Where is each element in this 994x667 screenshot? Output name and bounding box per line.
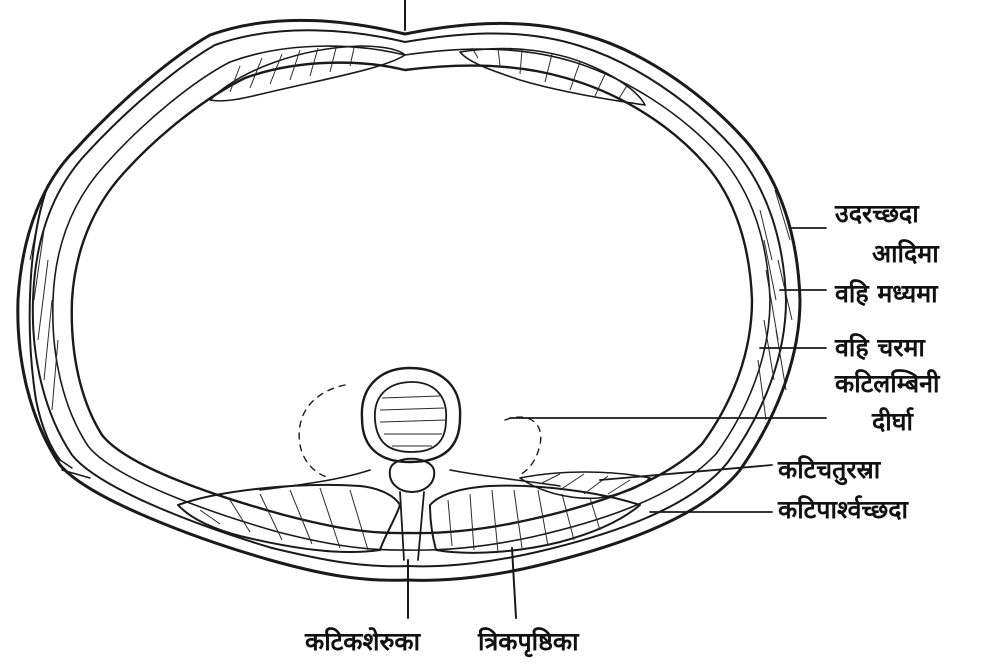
abdominal-wall <box>18 20 800 580</box>
vertebra <box>260 368 560 560</box>
label-adima: आदिमा <box>872 239 940 268</box>
label-udaracchada: उदरच्छदा <box>834 199 920 228</box>
label-bahi-charama: वहि चरमा <box>834 333 926 362</box>
label-bahi-madhyama: वहि मध्यमा <box>834 279 939 308</box>
pointer-lines <box>408 228 826 618</box>
label-dirgha: दीर्घा <box>871 407 915 436</box>
label-katichaturasra: कटिचतुरस्रा <box>777 455 882 486</box>
label-katilambini: कटिलम्बिनी <box>834 369 941 398</box>
labels: उदरच्छदा आदिमा वहि मध्यमा वहि चरमा कटिलम… <box>304 199 941 658</box>
label-katiparshvacchada: कटिपार्श्वच्छदा <box>777 495 909 524</box>
label-trikaprishthika: त्रिकपृष्ठिका <box>477 627 580 658</box>
label-katikasheruka: कटिकशेरुका <box>304 627 422 656</box>
